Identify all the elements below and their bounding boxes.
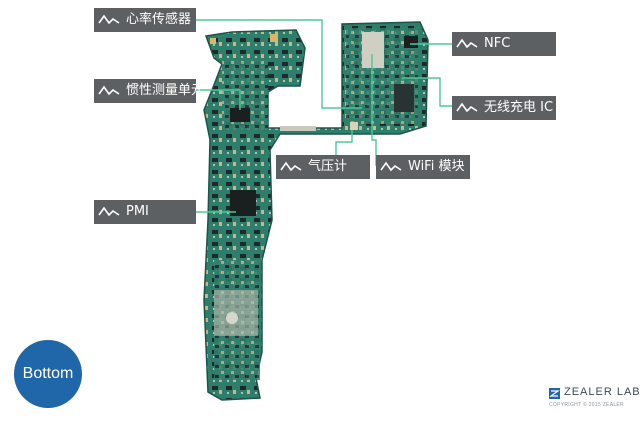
label-text: NFC — [484, 36, 511, 51]
label-heart-rate-sensor: 心率传感器 — [94, 8, 196, 32]
pulse-icon — [98, 85, 120, 96]
leader-lines — [196, 19, 452, 213]
label-text: 气压计 — [308, 159, 348, 174]
pulse-icon — [456, 38, 478, 49]
bottom-badge: Bottom — [14, 340, 82, 408]
nfc-component — [404, 36, 418, 48]
cable-bar — [280, 126, 316, 131]
leader-wifi — [371, 54, 377, 166]
gold-contact — [270, 34, 278, 42]
label-imu: 惯性测量单元 — [94, 79, 204, 103]
leader-barometer — [335, 130, 353, 166]
barometer-chip — [350, 122, 358, 130]
gold-contact — [210, 38, 216, 44]
label-wireless-charging-ic: 无线充电 IC — [452, 96, 556, 120]
badge-text: Bottom — [22, 365, 74, 382]
pulse-icon — [380, 161, 402, 172]
rf-shield — [362, 32, 384, 68]
zealer-logo-icon — [549, 388, 560, 399]
screw-hole — [226, 312, 238, 324]
brand-copyright: COPYRIGHT © 2015 ZEALER — [549, 402, 624, 408]
label-text: PMI — [126, 204, 149, 219]
imu-chip — [230, 108, 250, 122]
pulse-icon — [98, 206, 120, 217]
leader-heart-rate — [196, 19, 362, 109]
leader-wireless — [402, 77, 452, 107]
leader-imu — [196, 89, 241, 110]
pulse-icon — [98, 14, 120, 25]
label-text: 惯性测量单元 — [126, 83, 205, 98]
label-nfc: NFC — [452, 32, 556, 56]
label-text: 无线充电 IC — [484, 100, 554, 115]
label-text: WiFi 模块 — [408, 159, 465, 174]
pulse-icon — [456, 102, 478, 113]
label-text: 心率传感器 — [126, 12, 192, 27]
pulse-icon — [280, 161, 302, 172]
brand-name: ZEALER LAB — [564, 386, 640, 398]
label-wifi-module: WiFi 模块 — [376, 155, 470, 179]
shield-can-lower — [214, 290, 258, 336]
label-barometer: 气压计 — [276, 155, 370, 179]
wireless-charging-chip — [394, 84, 414, 112]
label-pmi: PMI — [94, 200, 196, 224]
